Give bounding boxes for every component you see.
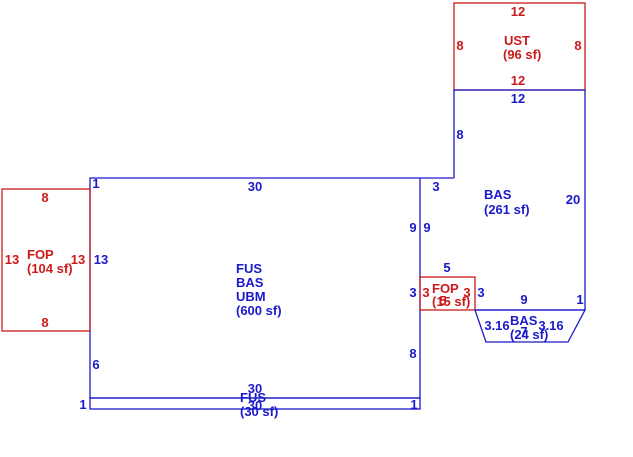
ust-dim-bottom: 12 [511,73,525,88]
fop-small-dim-bottom: 5 [439,293,446,308]
fus-area-code-2: BAS [236,275,264,290]
fus-area-size: (600 sf) [236,303,282,318]
fus-dim-right-mid: 3 [409,285,416,300]
bas-right-dim-left-lower: 9 [423,220,430,235]
bas-bay-area-code: BAS [510,313,538,328]
bas-right-dim-right: 20 [566,192,580,207]
bas-bay-area-size: (24 sf) [510,327,548,342]
fop-left-area-code: FOP [27,247,54,262]
fop-small-dim-right-outer: 3 [477,285,484,300]
area-labels: FUS BAS UBM (600 sf) BAS (261 sf) UST (9… [27,33,548,419]
bas-right-dim-step: 3 [432,179,439,194]
fop-small-dim-right: 3 [463,285,470,300]
fop-small-dim-left: 3 [422,285,429,300]
dimension-labels: 12 12 8 8 12 8 20 3 9 9 1 30 1 13 6 9 3 … [5,4,584,413]
fus-strip-dim-left: 1 [79,397,86,412]
ust-dim-left: 8 [456,38,463,53]
fus-area-code-3: UBM [236,289,266,304]
fus-dim-right-lower: 8 [409,346,416,361]
bas-right-dim-left-upper: 8 [456,127,463,142]
fus-main-outline [89,177,454,399]
fop-small-outline [419,276,476,311]
ust-area-size: (96 sf) [503,47,541,62]
fus-strip-area-size: (30 sf) [240,404,278,419]
ust-area-code: UST [504,33,530,48]
fop-left-dim-top: 8 [41,190,48,205]
fus-dim-bottom: 30 [248,381,262,396]
fop-left-outline [1,188,91,332]
shapes [1,2,587,410]
fus-strip-outline [89,397,421,410]
fop-small-area-size: (15 sf) [432,294,470,309]
bas-bay-dim-bottom: 7 [520,324,527,339]
fus-strip-dim-top: 30 [248,398,262,413]
fus-dim-corner-top: 1 [92,176,99,191]
fus-area-code-1: FUS [236,261,262,276]
fop-small-dim-top: 5 [443,260,450,275]
bas-right-dim-bottom: 9 [520,292,527,307]
bas-bay-outline [474,309,587,343]
fop-left-dim-left: 13 [5,252,19,267]
bas-bay-dim-left: 3.16 [484,318,509,333]
fus-strip-area-code: FUS [240,390,266,405]
fus-strip-dim-right: 1 [410,397,417,412]
bas-bay-dim-right: 3.16 [538,318,563,333]
bas-right-area-size: (261 sf) [484,202,530,217]
fus-dim-left-lower: 6 [92,357,99,372]
fus-dim-right-upper: 9 [409,220,416,235]
ust-dim-top: 12 [511,4,525,19]
bas-right-dim-top: 12 [511,91,525,106]
fus-dim-top: 30 [248,179,262,194]
fop-left-dim-bottom: 8 [41,315,48,330]
fus-dim-left: 13 [94,252,108,267]
fop-left-dim-right: 13 [71,252,85,267]
fop-left-area-size: (104 sf) [27,261,73,276]
bas-right-area-code: BAS [484,187,512,202]
bas-right-dim-corner: 1 [576,292,583,307]
ust-dim-right: 8 [574,38,581,53]
fop-small-area-code: FOP [432,281,459,296]
